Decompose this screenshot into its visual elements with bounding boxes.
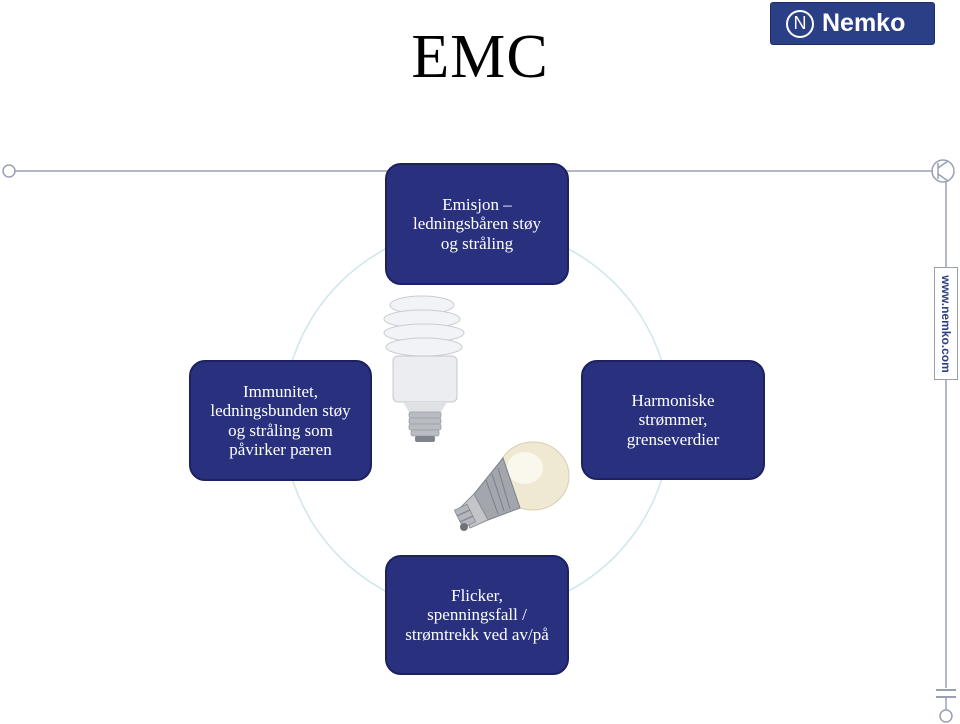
nemko-logo: N Nemko: [770, 2, 935, 45]
rule-start-terminal: [2, 164, 16, 178]
cfl-bulb-image: [375, 292, 470, 448]
website-tag: www.nemko.com: [934, 267, 958, 380]
node-harmonics: Harmoniske strømmer, grenseverdier: [581, 360, 765, 480]
rule-end-terminal: [939, 709, 953, 723]
led-bulb-image: [453, 441, 570, 531]
node-emission: Emisjon – ledningsbåren støy og stråling: [385, 163, 569, 285]
node-immunity: Immunitet, ledningsbunden støy og stråli…: [189, 360, 372, 481]
slide-title: EMC: [411, 23, 549, 91]
logo-mark-icon: N: [786, 9, 814, 38]
website-url: www.nemko.com: [939, 274, 954, 373]
node-flicker: Flicker, spenningsfall / strømtrekk ved …: [385, 555, 569, 675]
logo-text: Nemko: [822, 9, 906, 37]
transistor-icon: [931, 159, 955, 183]
